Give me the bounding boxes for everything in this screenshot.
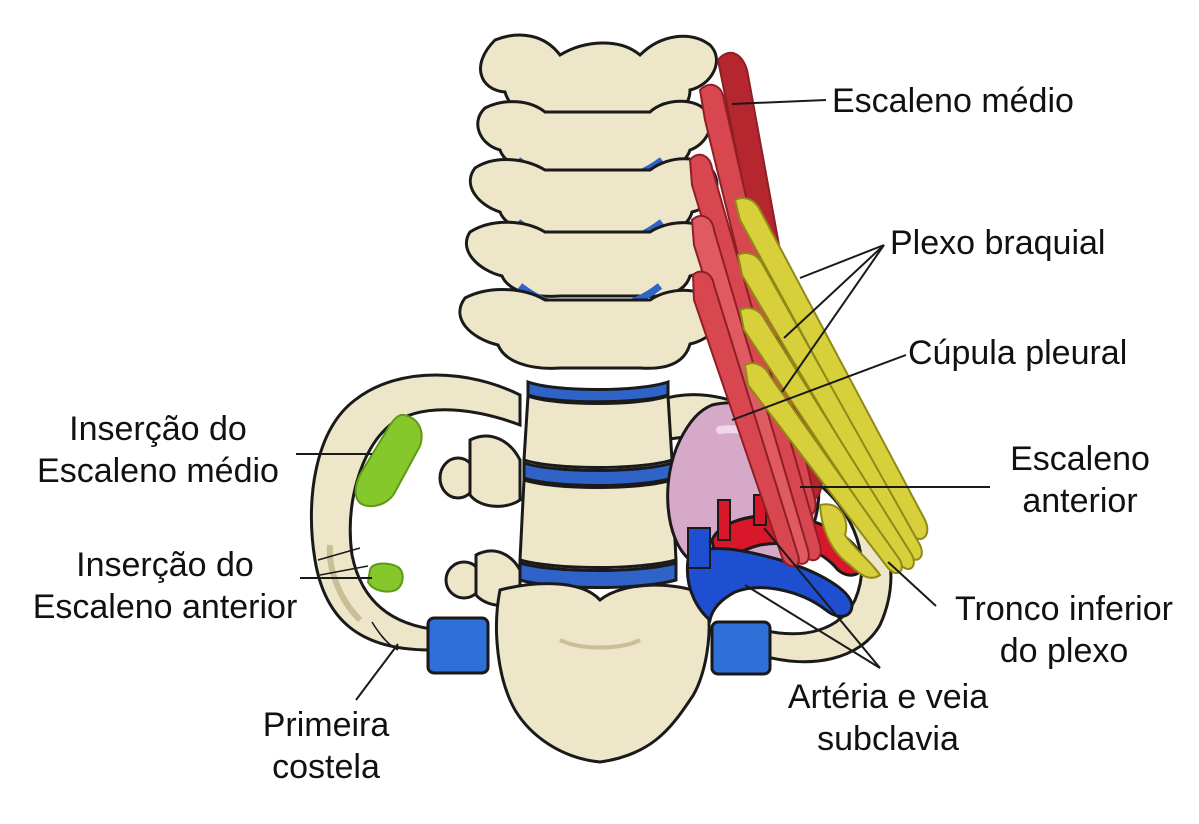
label-tronco-inferior-line2: do plexo <box>999 632 1129 670</box>
leader-plexo-2 <box>783 244 885 339</box>
label-insercao-medio-line2: Escaleno médio <box>37 452 279 490</box>
insertion-escaleno-anterior <box>366 562 404 593</box>
label-tronco-inferior: Tronco inferior do plexo <box>932 588 1196 672</box>
label-insercao-anterior-line2: Escaleno anterior <box>32 588 298 626</box>
label-escaleno-anterior: Escaleno anterior <box>990 438 1170 522</box>
leader-cupula <box>731 354 907 421</box>
leader-plexo-3 <box>781 244 885 393</box>
leader-vaso-2 <box>744 584 881 669</box>
label-cupula-pleural: Cúpula pleural <box>908 334 1128 372</box>
leader-primeira-costela <box>355 643 399 701</box>
leader-lines <box>296 99 990 701</box>
label-primeira-costela-line2: costela <box>272 748 380 786</box>
label-insercao-anterior-line1: Inserção do <box>76 546 254 584</box>
label-arteria-veia-line2: subclavia <box>817 720 959 758</box>
first-rib-left <box>309 373 522 652</box>
costal-cartilage-right <box>710 620 772 676</box>
leader-tronco-inferior <box>887 561 937 607</box>
leader-vaso-1 <box>763 527 881 669</box>
label-plexo-braquial: Plexo braquial <box>890 224 1106 262</box>
escaleno-anterior-muscle <box>688 153 822 568</box>
label-insercao-escaleno-medio: Inserção do Escaleno médio <box>10 408 306 492</box>
label-escaleno-medio: Escaleno médio <box>832 82 1074 120</box>
label-arteria-veia: Artéria e veia subclavia <box>762 676 1014 760</box>
label-primeira-costela-line1: Primeira <box>262 706 390 744</box>
insertion-escaleno-medio <box>354 413 423 508</box>
plexo-braquial-nerves <box>733 197 929 579</box>
label-tronco-inferior-line1: Tronco inferior <box>955 590 1173 628</box>
label-escaleno-anterior-line1: Escaleno <box>1010 440 1150 478</box>
label-arteria-veia-line1: Artéria e veia <box>787 678 989 716</box>
leader-plexo-1 <box>799 244 885 279</box>
leader-escaleno-medio <box>731 99 827 105</box>
label-primeira-costela: Primeira costela <box>238 704 414 788</box>
label-escaleno-anterior-line2: anterior <box>1022 482 1138 520</box>
costal-cartilage-left <box>426 616 490 675</box>
subclavian-vein <box>685 527 854 623</box>
label-insercao-medio-line1: Inserção do <box>69 410 247 448</box>
cervical-spine <box>438 33 722 764</box>
label-insercao-escaleno-anterior: Inserção do Escaleno anterior <box>4 544 326 628</box>
